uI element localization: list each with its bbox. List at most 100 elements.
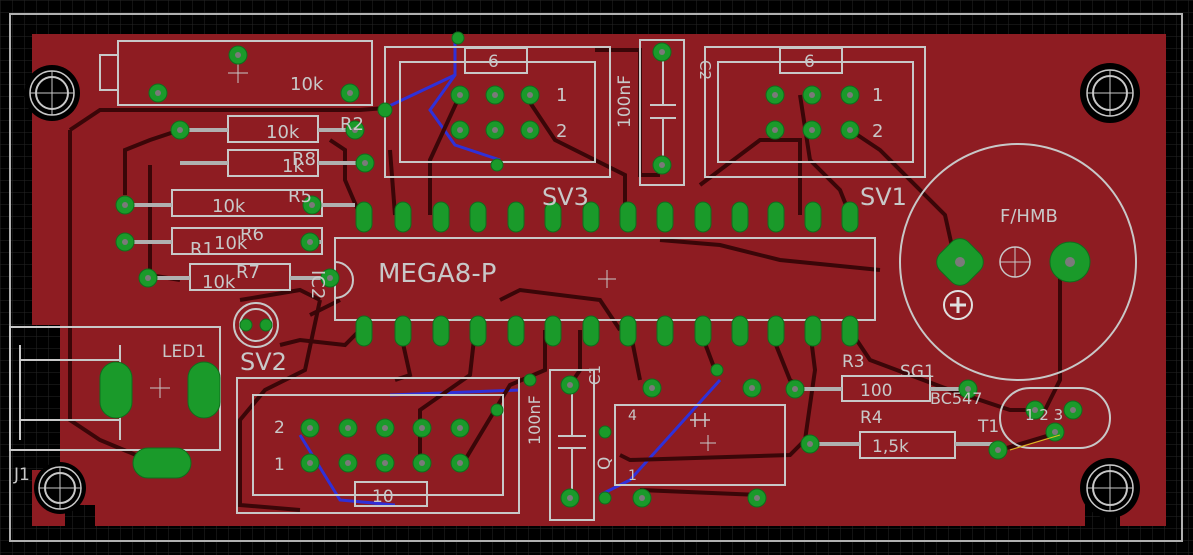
copper-pour[interactable]	[32, 34, 1166, 526]
label-sv2-row1: 1	[274, 455, 285, 475]
ic-pin[interactable]	[544, 315, 562, 347]
ic-pin[interactable]	[394, 201, 412, 233]
label-c1-name: C1	[586, 365, 604, 385]
label-sv3-name: SV3	[542, 183, 589, 211]
via[interactable]	[710, 363, 724, 377]
jack-pad[interactable]	[132, 447, 192, 479]
connector-sv2-outline	[236, 377, 520, 514]
ic-pin[interactable]	[432, 201, 450, 233]
label-sv3-row2: 2	[556, 121, 567, 142]
ic-pin[interactable]	[355, 315, 373, 347]
label-sv1-name: SV1	[860, 183, 907, 211]
ic-pin[interactable]	[432, 315, 450, 347]
pad[interactable]	[259, 318, 273, 332]
via[interactable]	[598, 425, 612, 439]
ic-pin[interactable]	[582, 315, 600, 347]
ic-pin[interactable]	[694, 315, 712, 347]
airwire	[1009, 434, 1061, 451]
led1-outline[interactable]	[233, 302, 279, 348]
pads[interactable]	[99, 31, 1091, 508]
label-t1-name: T1	[977, 417, 999, 437]
ic-pin[interactable]	[619, 315, 637, 347]
ic-pin[interactable]	[355, 201, 373, 233]
ic-pin[interactable]	[767, 201, 785, 233]
label-r10-value: 10	[372, 487, 394, 507]
label-r4-name: R4	[860, 408, 883, 428]
board-outline	[9, 13, 1183, 542]
via[interactable]	[598, 491, 612, 505]
label-q-pin1: 1	[628, 468, 637, 484]
label-t1-type: BC547	[930, 389, 982, 408]
ic-pin[interactable]	[731, 201, 749, 233]
mounting-hole-top-left	[24, 65, 80, 121]
label-r3-value: 100	[860, 381, 892, 401]
label-sg1-name: SG1	[900, 362, 935, 382]
label-ic-name: MEGA8-P	[378, 259, 496, 289]
trimmer-outline	[117, 40, 373, 106]
buzzer-outline[interactable]	[899, 143, 1137, 381]
ic-pin[interactable]	[544, 201, 562, 233]
label-q-pin4: 4	[628, 408, 637, 424]
mounting-hole-bottom-left	[34, 462, 86, 514]
ic-pin[interactable]	[731, 315, 749, 347]
ic-pin[interactable]	[582, 201, 600, 233]
via[interactable]	[451, 31, 465, 45]
label-r8-value: 1k	[282, 156, 304, 177]
mounting-holes	[24, 63, 1140, 518]
ic-pin[interactable]	[394, 315, 412, 347]
label-r7-value: 10k	[202, 272, 236, 293]
ic-pin[interactable]	[656, 201, 674, 233]
label-r6-name: R6	[240, 224, 264, 245]
label-sv3-row1: 1	[556, 85, 567, 106]
jack-pad[interactable]	[187, 361, 221, 419]
label-r5-value: 10k	[212, 196, 246, 217]
ic-pin[interactable]	[804, 201, 822, 233]
label-sv3-pin-count: 6	[488, 52, 499, 72]
label-sv1-row1: 1	[872, 85, 883, 106]
label-sv2-row2: 2	[274, 418, 285, 438]
label-q-name: Q	[595, 457, 615, 470]
ic-pin[interactable]	[469, 201, 487, 233]
label-buzzer-name: F/HMB	[1000, 206, 1058, 227]
drill-holes	[122, 49, 1076, 501]
ic-pin[interactable]	[656, 315, 674, 347]
ic-pin[interactable]	[507, 201, 525, 233]
label-r2-name: R2	[340, 114, 364, 135]
label-r1-name: R1	[190, 239, 214, 260]
label-sv1-row2: 2	[872, 121, 883, 142]
via[interactable]	[490, 403, 504, 417]
via[interactable]	[523, 373, 537, 387]
ic-pin[interactable]	[767, 315, 785, 347]
label-ic2-name: IC2	[307, 270, 328, 299]
ic-pin[interactable]	[694, 201, 712, 233]
transistor-t1-outline	[999, 387, 1111, 449]
silkscreen-labels: 10k 10k R2 1k R8 10k R5 10k R6 R1 10k R7…	[13, 52, 1063, 507]
ic-pin[interactable]	[804, 315, 822, 347]
capacitor-c2-outline	[639, 39, 685, 186]
label-sv2-name: SV2	[240, 348, 287, 376]
ic-pin[interactable]	[619, 201, 637, 233]
pad[interactable]	[377, 102, 393, 118]
pad[interactable]	[239, 318, 253, 332]
ic-pin[interactable]	[507, 315, 525, 347]
label-c1-value: 100nF	[525, 395, 544, 445]
label-r2-value: 10k	[266, 122, 300, 143]
mounting-hole-bottom-right	[1080, 458, 1140, 518]
label-r7-name: R7	[236, 262, 260, 283]
label-r-top-value: 10k	[290, 74, 324, 95]
label-r4-value: 1,5k	[872, 437, 909, 457]
label-led-name: LED1	[162, 342, 206, 362]
crystal-q-outline	[614, 404, 786, 486]
label-r8-name: R8	[292, 149, 316, 170]
ic-pin[interactable]	[469, 315, 487, 347]
ic-pin[interactable]	[841, 201, 859, 233]
jack-pad[interactable]	[99, 361, 133, 419]
capacitor-c1-outline	[549, 369, 595, 521]
label-j1-name: J1	[13, 465, 30, 485]
via[interactable]	[490, 158, 504, 172]
buzzer-plus-icon	[943, 290, 973, 320]
label-r3-name: R3	[842, 352, 865, 372]
ic-pin[interactable]	[841, 315, 859, 347]
resistor-r10-outline	[354, 481, 428, 507]
